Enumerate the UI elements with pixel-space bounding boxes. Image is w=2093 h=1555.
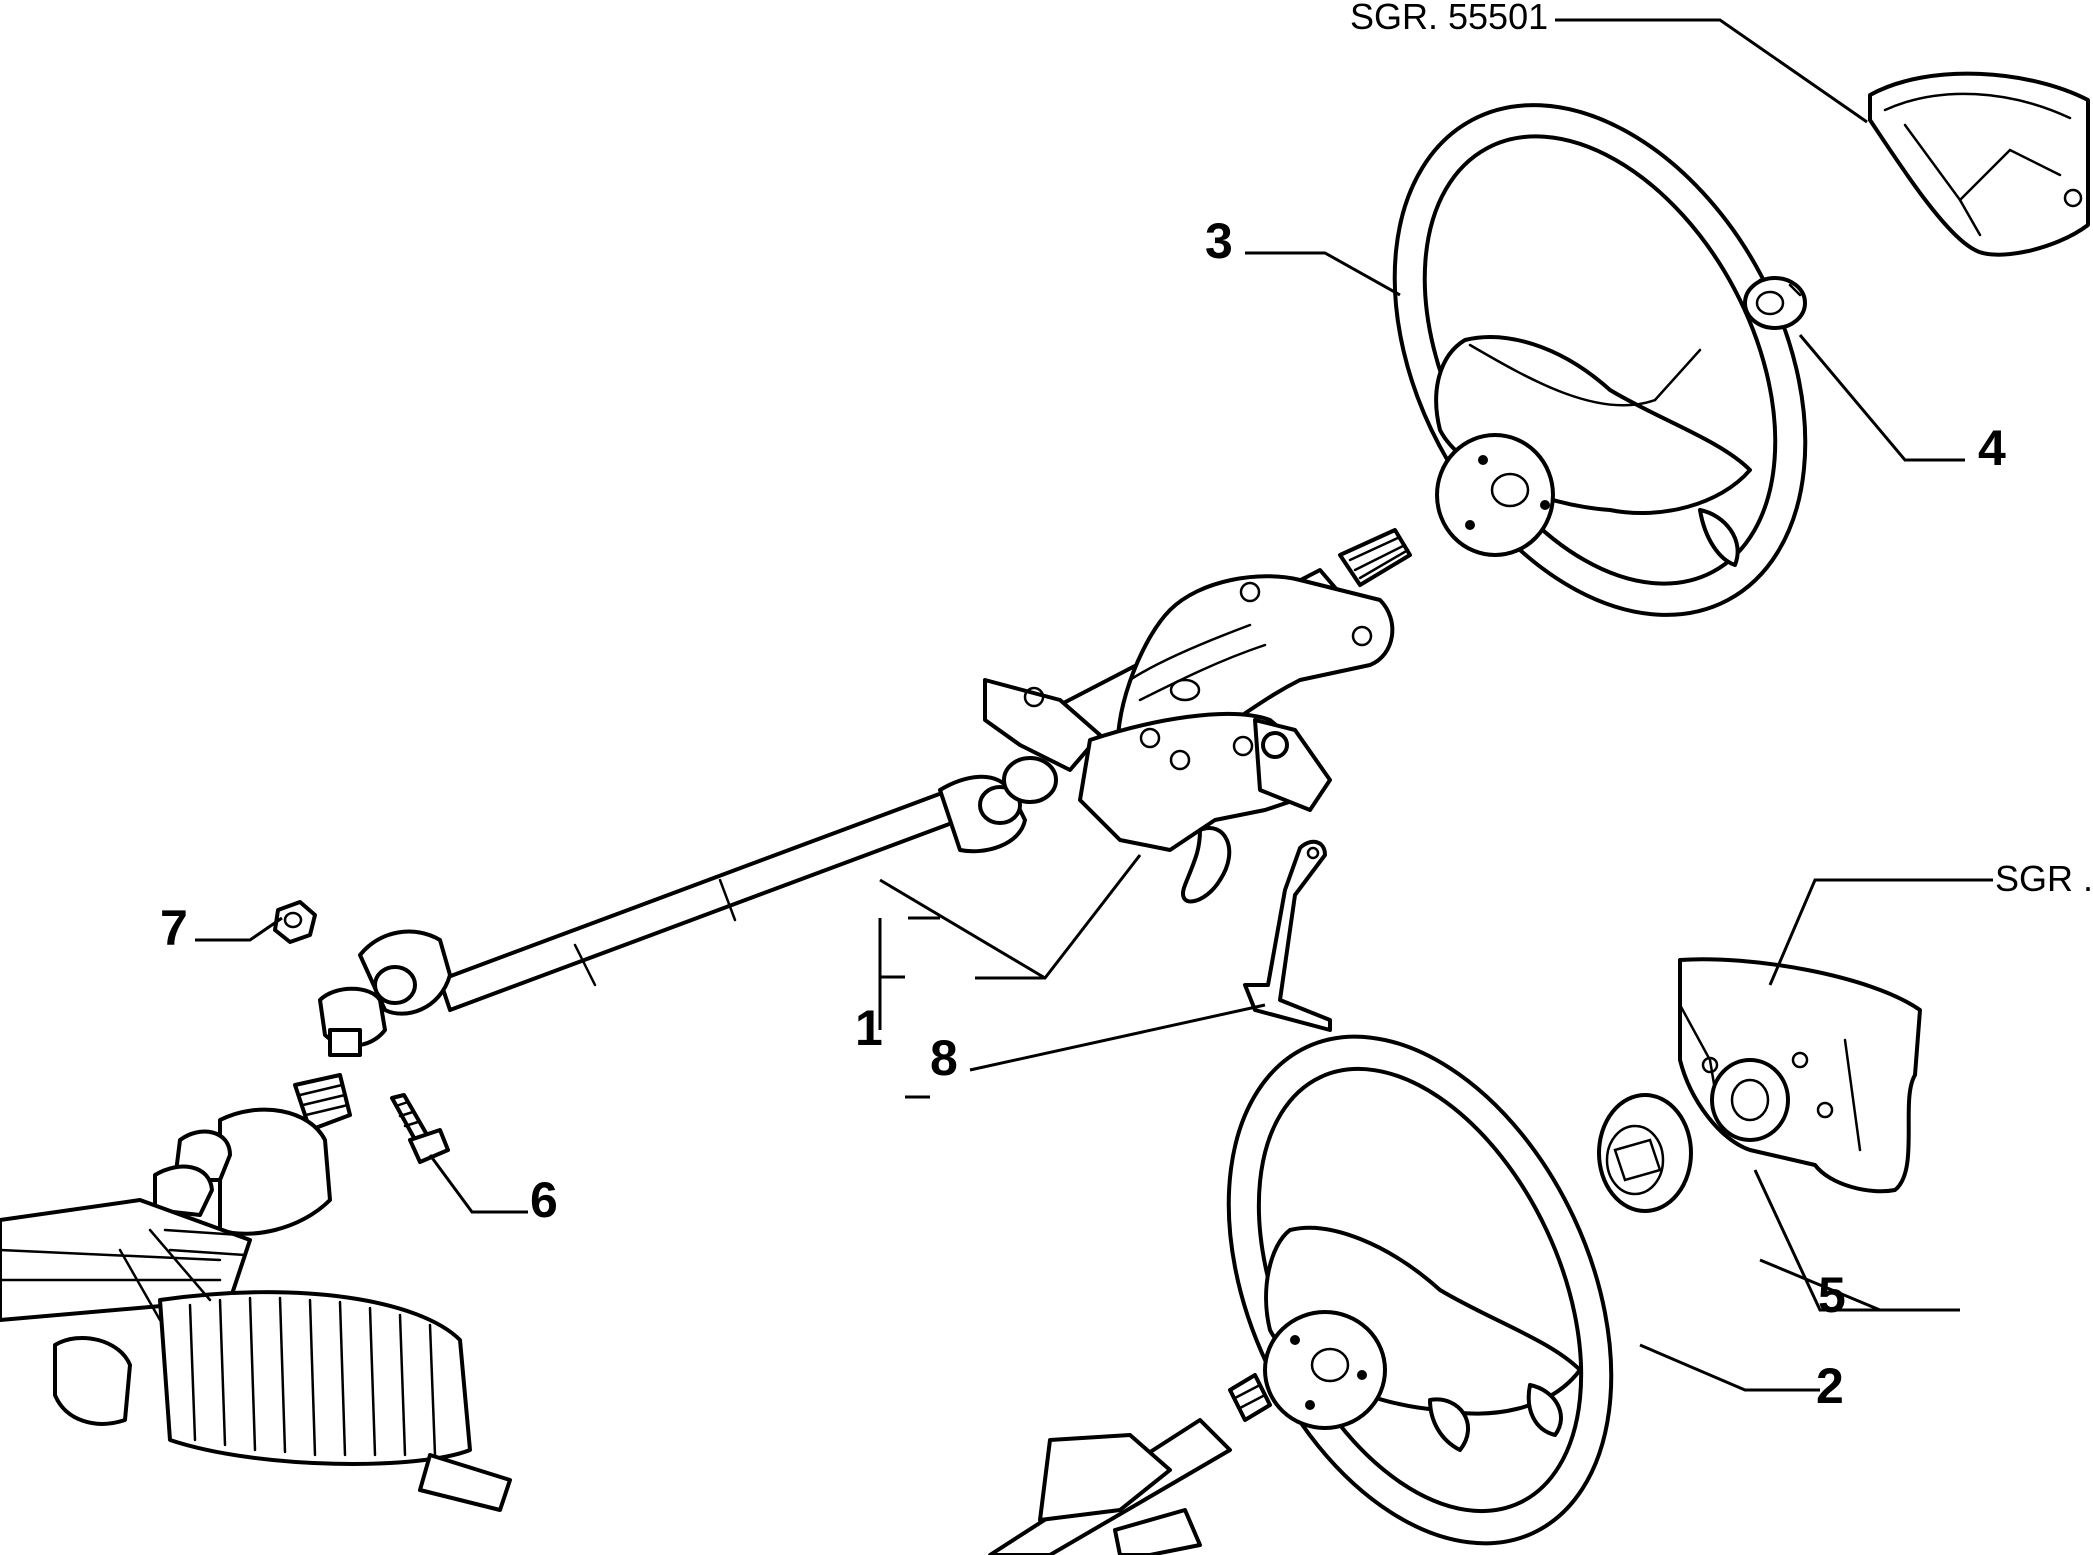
callout-1: 1 xyxy=(855,1000,883,1056)
bolt-6-drawing xyxy=(390,1093,450,1164)
callout-8: 8 xyxy=(930,1030,958,1086)
callout-7: 7 xyxy=(160,900,188,956)
callout-2: 2 xyxy=(1816,1358,1844,1414)
airbag-module-right-drawing xyxy=(1678,957,1922,1194)
steering-rack-drawing xyxy=(0,1073,512,1512)
airbag-cover-top-drawing xyxy=(1868,71,2090,257)
bracket-8-drawing xyxy=(1243,839,1332,1032)
ref-label-right: SGR . 55508 xyxy=(1995,858,2093,899)
intermediate-shaft-drawing xyxy=(318,756,1058,1057)
steering-wheel-upper-drawing xyxy=(1392,103,1808,617)
ring-5-drawing xyxy=(1597,1093,1693,1213)
ref-label-top: SGR. 55501 xyxy=(1350,0,1548,37)
nut-7-drawing xyxy=(273,900,317,944)
callout-3: 3 xyxy=(1205,213,1233,269)
callout-5: 5 xyxy=(1818,1267,1846,1323)
steering-column-drawing xyxy=(983,528,1412,904)
leader-lines xyxy=(195,18,1993,1392)
nut-4-drawing xyxy=(1743,276,1807,330)
steering-wheel-lower-drawing xyxy=(1226,1034,1614,1546)
callout-4: 4 xyxy=(1978,420,2006,476)
callout-6: 6 xyxy=(530,1172,558,1228)
lower-column-stub-drawing xyxy=(988,1373,1272,1555)
